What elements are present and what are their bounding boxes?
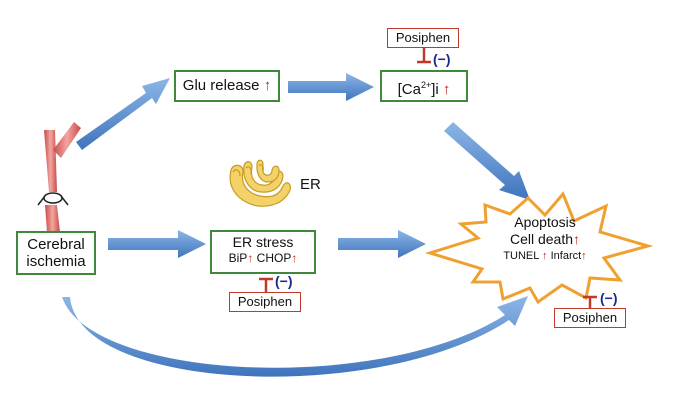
- negative-effect-ca: (−): [433, 51, 451, 67]
- calcium-box: [Ca2+]i ↑: [380, 70, 468, 102]
- posiphen-box-ca: Posiphen: [387, 28, 459, 48]
- arrow-glu-to-calcium: [288, 73, 374, 101]
- apoptosis-label: Apoptosis: [514, 214, 576, 230]
- arrow-ischemia-to-glu: [76, 78, 170, 150]
- bip-label: BiP: [228, 251, 248, 266]
- calcium-label-sup: 2+: [420, 80, 432, 90]
- arrow-er-to-outcome: [338, 230, 426, 258]
- blood-vessel-icon: [44, 122, 81, 232]
- ligature-icon: [37, 192, 69, 206]
- er-stress-title: ER stress: [232, 234, 294, 250]
- outcome-burst: [424, 191, 654, 305]
- arrow-calcium-to-outcome: [444, 122, 530, 200]
- bip-up-arrow: ↑: [247, 251, 254, 266]
- er-label: ER: [300, 176, 321, 193]
- calcium-up-arrow: ↑: [442, 81, 451, 98]
- chop-label: CHOP: [256, 251, 292, 266]
- chop-up-arrow: ↑: [291, 251, 298, 266]
- glu-release-label: Glu release: [182, 77, 260, 94]
- er-organelle-icon: [229, 159, 291, 207]
- tunel-up-arrow: ↑: [542, 250, 548, 262]
- inhibitor-t-bar-er: [259, 277, 273, 292]
- cerebral-ischemia-line1: Cerebral: [27, 236, 85, 253]
- cerebral-ischemia-line2: ischemia: [26, 253, 86, 271]
- cerebral-ischemia-box: Cerebral ischemia: [16, 231, 96, 275]
- tunel-label: TUNEL: [503, 250, 539, 262]
- infarct-label: Infarct: [550, 250, 582, 262]
- cell-death-label: Cell death: [509, 231, 574, 247]
- glu-up-arrow: ↑: [263, 77, 272, 94]
- calcium-label-pre: [Ca: [397, 81, 421, 98]
- inhibitor-t-bar-outcome: [583, 295, 597, 308]
- glu-release-box: Glu release ↑: [174, 70, 280, 102]
- calcium-label-post: ]i: [431, 81, 439, 98]
- arrow-ischemia-to-outcome-curved: [62, 296, 528, 377]
- infarct-up-arrow: ↑: [581, 250, 587, 262]
- inhibitor-t-bar-ca: [417, 48, 431, 64]
- posiphen-box-er: Posiphen: [229, 292, 301, 312]
- negative-effect-outcome: (−): [600, 290, 618, 306]
- arrow-ischemia-to-er: [108, 230, 206, 258]
- er-stress-box: ER stress BiP↑ CHOP↑: [210, 230, 316, 274]
- posiphen-box-outcome: Posiphen: [554, 308, 626, 328]
- outcome-text: Apoptosis Cell death↑ TUNEL ↑ Infarct↑: [470, 214, 620, 265]
- negative-effect-er: (−): [275, 273, 293, 289]
- cell-death-up-arrow: ↑: [573, 231, 581, 247]
